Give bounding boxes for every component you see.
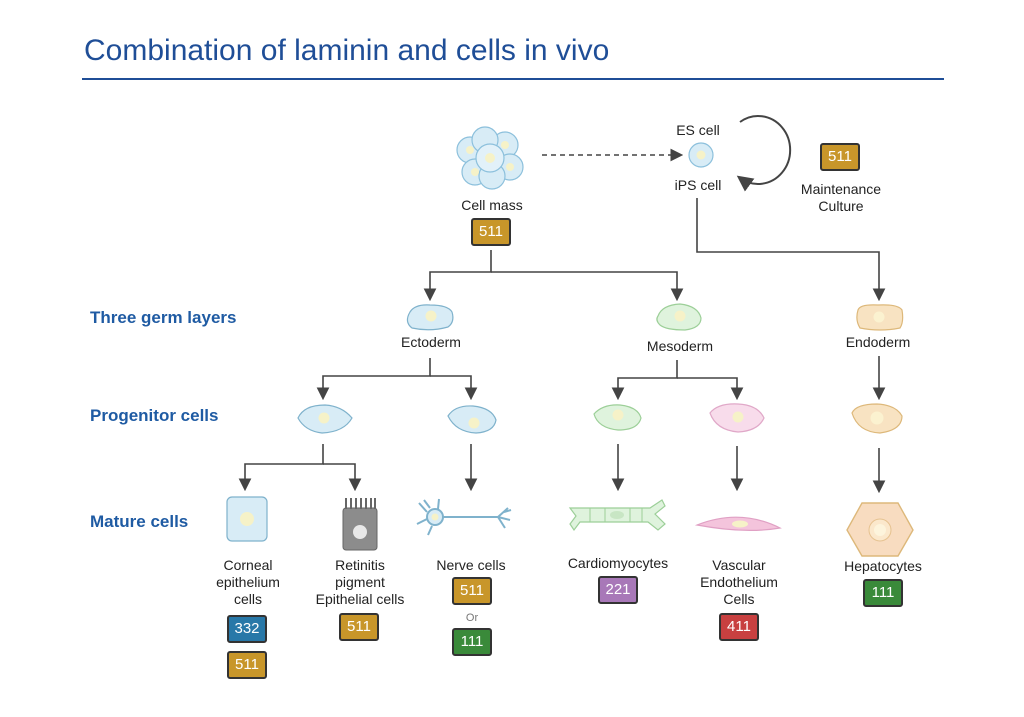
cell-mass-laminin-badge: 511	[471, 218, 511, 246]
arrow-to-retinitis	[323, 463, 362, 492]
row-label-germ-layers: Three germ layers	[90, 308, 237, 327]
nerve-laminin-badge-1: 511	[452, 577, 492, 605]
or-text: Or	[465, 612, 479, 624]
progenitor-ecto-2-icon	[447, 405, 497, 434]
progenitor-meso-1-icon	[593, 404, 642, 431]
mesoderm-cell-icon	[656, 303, 702, 331]
arrow-to-ectoderm	[423, 250, 492, 302]
retinitis-label: Retinitis pigment Epithelial cells	[315, 557, 405, 607]
arrow-ecto-prog-2	[430, 375, 478, 401]
hepato-label: Hepatocytes	[844, 558, 922, 574]
corneal-laminin-badge-1: 332	[227, 615, 267, 643]
maintenance-laminin-badge: 511	[820, 143, 860, 171]
cardio-laminin-badge: 221	[598, 576, 638, 604]
cardio-label: Cardiomyocytes	[567, 555, 669, 571]
page-title: Combination of laminin and cells in vivo	[84, 34, 610, 67]
hepatocyte-icon	[846, 502, 914, 557]
arrow-to-corneal	[238, 444, 324, 492]
es-cell-label: ES cell	[676, 122, 720, 138]
self-renewal-arrow	[736, 115, 792, 192]
corneal-cell-icon	[226, 496, 268, 542]
corneal-label: Corneal epithelium cells	[216, 557, 280, 607]
ectoderm-cell-icon	[406, 304, 454, 331]
endoderm-cell-icon	[856, 304, 904, 331]
arrow-to-endoderm	[696, 198, 886, 302]
endoderm-label: Endoderm	[845, 334, 911, 350]
progenitor-ecto-1-icon	[297, 404, 353, 434]
arrow-meso-prog-1	[611, 360, 678, 401]
progenitor-endo-icon	[851, 403, 903, 434]
maintenance-label: Maintenance Culture	[800, 181, 882, 214]
ectoderm-label: Ectoderm	[401, 334, 461, 350]
vascular-label: Vascular Endothelium Cells	[700, 557, 778, 607]
nerve-laminin-badge-2: 111	[452, 628, 492, 656]
es-cell-icon	[688, 142, 714, 168]
corneal-laminin-badge-2: 511	[227, 651, 267, 679]
cell-mass-label: Cell mass	[461, 197, 523, 213]
arrow-meso-prog-2	[677, 377, 744, 401]
vascular-laminin-badge: 411	[719, 613, 759, 641]
retinitis-cell-icon	[342, 498, 378, 551]
row-label-mature: Mature cells	[90, 512, 189, 531]
ips-cell-label: iPS cell	[674, 177, 722, 193]
nerve-cell-icon	[416, 498, 512, 536]
mesoderm-label: Mesoderm	[646, 338, 714, 354]
cell-mass-icon	[456, 126, 524, 190]
retinitis-laminin-badge: 511	[339, 613, 379, 641]
arrow-ecto-prog-1	[316, 358, 431, 401]
vascular-cell-icon	[694, 516, 782, 531]
cardiomyocyte-icon	[568, 499, 666, 532]
title-underline	[82, 78, 944, 80]
hepato-laminin-badge: 111	[863, 579, 903, 607]
arrow-to-mesoderm	[491, 271, 684, 302]
progenitor-meso-2-icon	[709, 403, 765, 433]
nerve-label: Nerve cells	[436, 557, 506, 573]
row-label-progenitor: Progenitor cells	[90, 406, 219, 425]
